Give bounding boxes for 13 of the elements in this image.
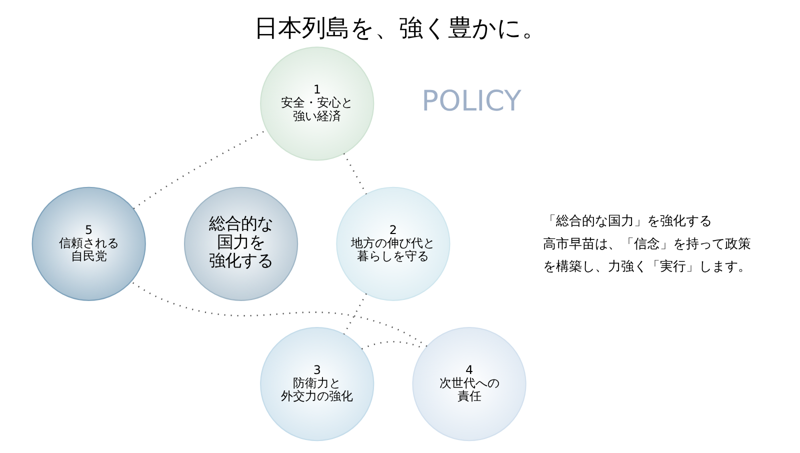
connector — [130, 281, 428, 347]
node-circle: 2 地方の伸び代と暮らしを守る — [336, 186, 450, 301]
node-circle: 1 安全・安心と強い経済 — [260, 46, 374, 161]
label: 高市早苗は、「信念」を持って政策を構築し、力強く「実行」します。 — [543, 236, 752, 275]
diagram-title: 日本列島を、強く豊かに。 — [254, 14, 546, 42]
label: 「総合的な国力」を強化する — [543, 214, 712, 229]
node-circle: 3 防衛力と外交力の強化 — [260, 327, 374, 442]
node-circle: 総合的な国力を強化する — [184, 186, 298, 301]
connector — [343, 293, 367, 335]
node-circle: 5 信頼される自民党 — [32, 186, 146, 301]
node-circle: 4 次世代への責任 — [412, 327, 526, 442]
connector — [343, 153, 367, 194]
label: POLICY — [422, 84, 522, 118]
